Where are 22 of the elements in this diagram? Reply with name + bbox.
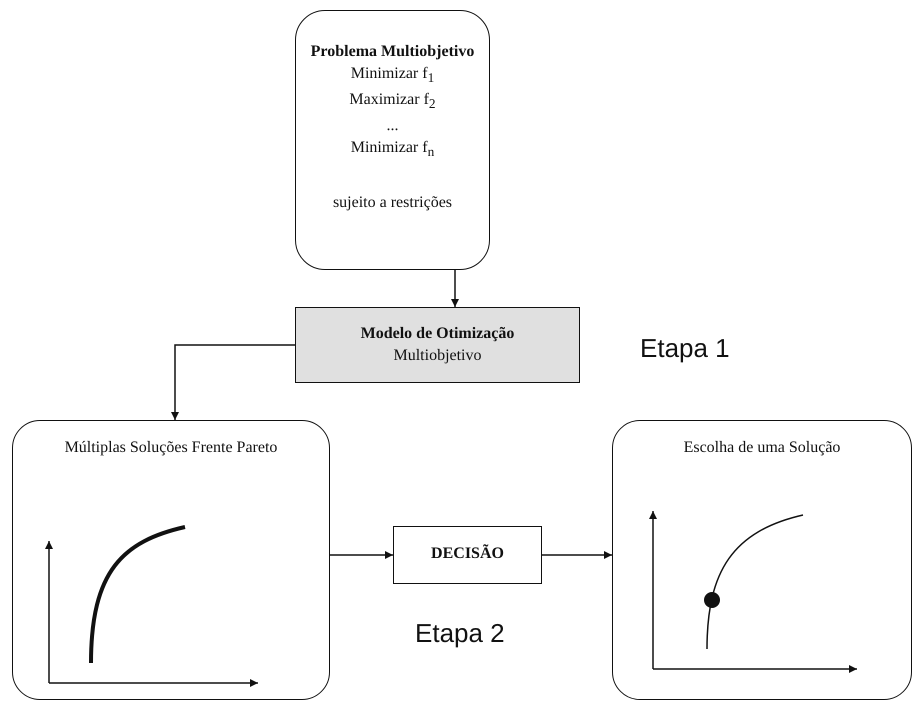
arrow	[451, 270, 459, 307]
text-line: Minimizar f$_{1}$	[350, 64, 434, 88]
process-box	[393, 526, 542, 584]
stage-label: Etapa 1	[640, 333, 730, 364]
rounded-panel	[612, 420, 912, 700]
text-line: Maximizar f$_{2}$	[349, 90, 436, 114]
heading: Problema Multiobjetivo	[310, 42, 474, 62]
text-line: Escolha de uma Solução	[684, 438, 840, 458]
rounded-box	[295, 10, 490, 270]
stage-label: Etapa 2	[415, 618, 505, 649]
arrow	[330, 551, 393, 559]
text-line: ...	[386, 116, 398, 136]
text-line: Múltiplas Soluções Frente Pareto	[64, 438, 278, 458]
arrow	[542, 551, 612, 559]
process-box	[295, 307, 580, 383]
text-line: Multiobjetivo	[394, 346, 482, 366]
text-line: sujeito a restrições	[332, 192, 452, 213]
heading: Modelo de Otimização	[360, 324, 514, 344]
text-line: Minimizar f$_{n}$	[350, 138, 434, 162]
rounded-panel	[12, 420, 330, 700]
heading: DECISÃO	[431, 543, 504, 564]
arrow	[171, 344, 295, 420]
